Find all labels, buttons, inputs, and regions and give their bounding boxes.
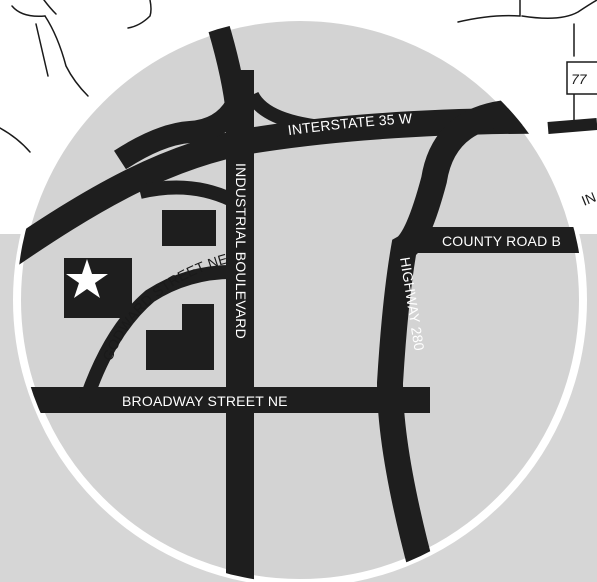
outer-road-stub [547,118,597,134]
road-north-spur [114,17,248,170]
building-north [162,210,216,246]
road-ramp-west [138,180,236,207]
label-industrial-boulevard: INDUSTRIAL BOULEVARD [233,163,249,339]
building-south [146,304,214,370]
road-highway-280 [376,98,531,582]
road-godward [79,264,241,403]
star-icon [66,259,108,298]
label-county-road-b: COUNTY ROAD B [442,233,561,249]
cut-off-label: IN [579,189,597,209]
road-ramp-east [245,91,331,135]
label-broadway-street: BROADWAY STREET NE [122,393,288,409]
route-sign-number: 77 [571,71,588,87]
route-sign-box [566,61,597,95]
site-building [64,258,132,318]
